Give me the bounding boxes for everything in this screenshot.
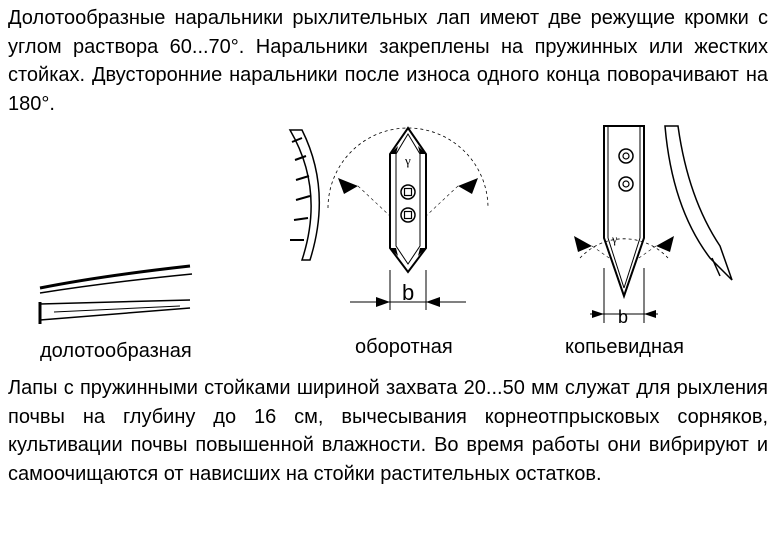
width-label-reversible: b xyxy=(402,280,414,305)
width-label-spear: b xyxy=(618,307,628,327)
spring-tines-paragraph: Лапы с пружинными стойками шириной захва… xyxy=(8,377,768,485)
intro-paragraph: Долотообразные наральники рыхлительных л… xyxy=(8,7,768,115)
caption-chisel: долотообразная xyxy=(40,340,192,362)
spear-share-drawing: γ b xyxy=(574,125,733,327)
caption-spear: копьевидная xyxy=(565,336,684,358)
caption-reversible: оборотная xyxy=(355,336,453,358)
gamma-label-reversible: γ xyxy=(404,153,411,168)
gamma-label-spear: γ xyxy=(611,232,618,246)
chisel-share-drawing xyxy=(38,264,193,324)
reversible-share-drawing: γ b xyxy=(288,126,489,310)
